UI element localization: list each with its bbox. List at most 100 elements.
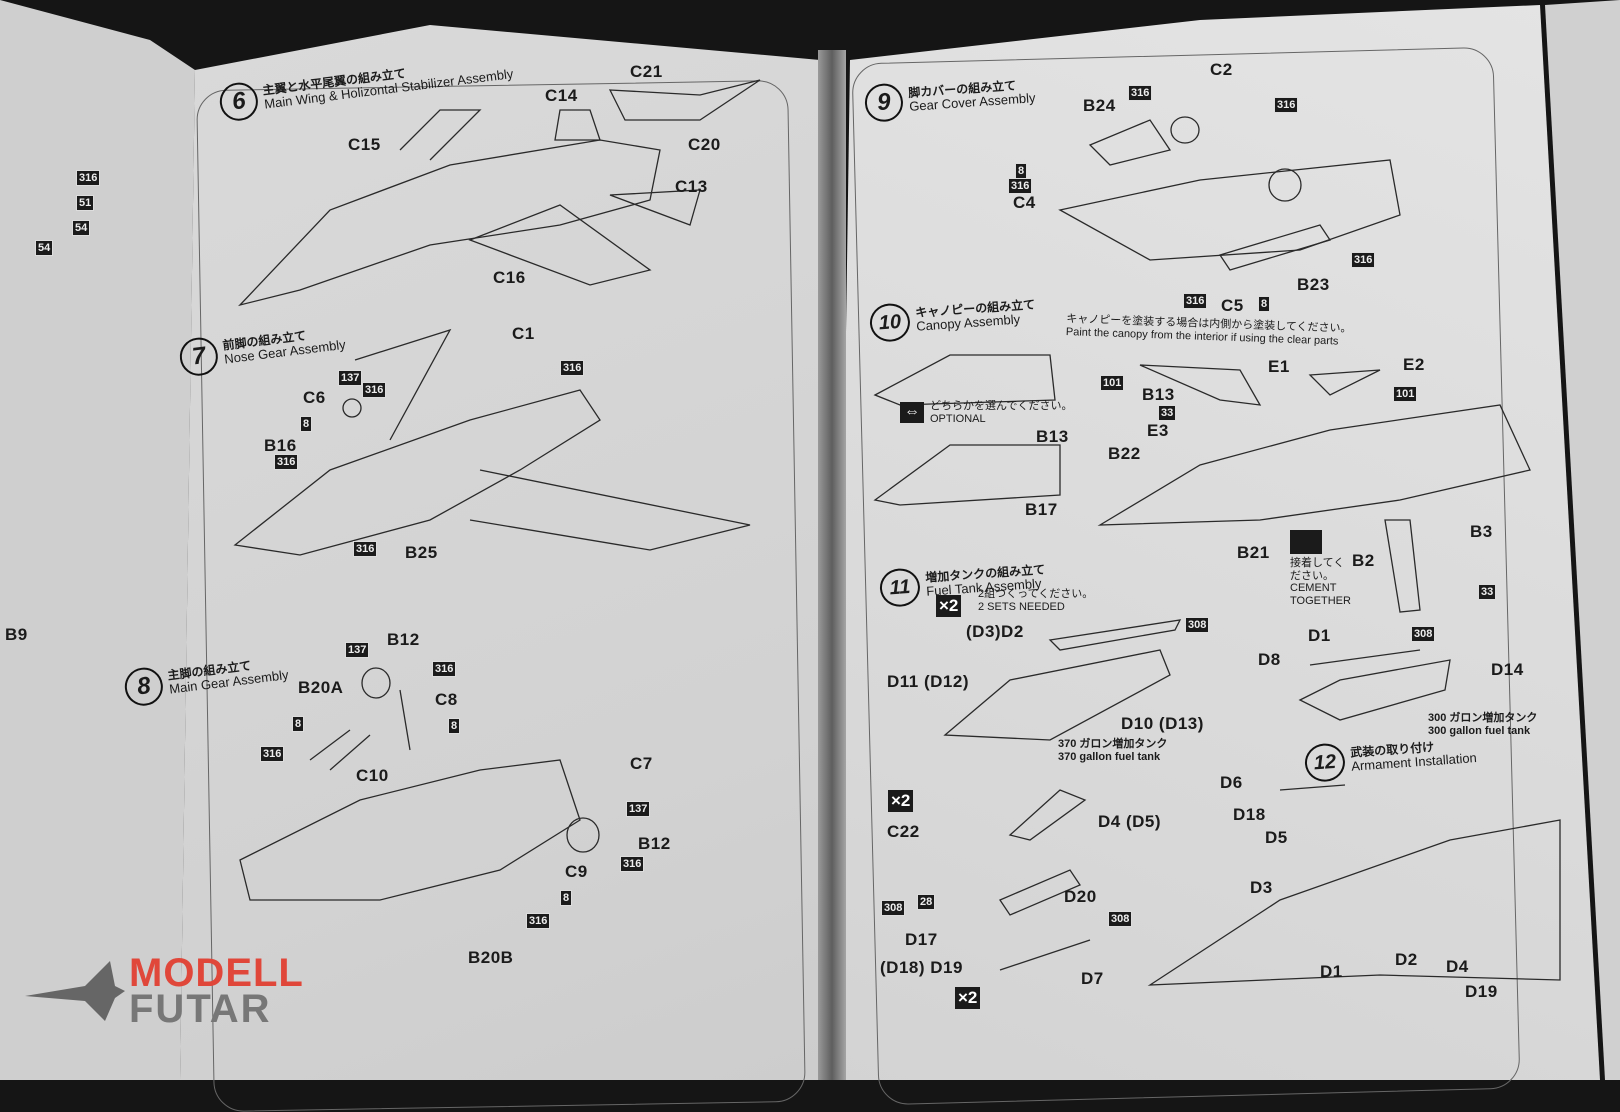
color-code: 8 bbox=[560, 890, 573, 906]
color-code: 51 bbox=[76, 195, 95, 211]
part-label: B12 bbox=[387, 630, 420, 649]
part-label: D3 bbox=[1250, 878, 1273, 897]
part-label: E1 bbox=[1268, 357, 1290, 376]
part-label: B20A bbox=[298, 678, 344, 697]
modellfutar-watermark: MODELL FUTAR bbox=[25, 953, 304, 1031]
color-code: 316 bbox=[274, 454, 299, 470]
part-label: C4 bbox=[1013, 193, 1036, 212]
color-code: 8 bbox=[292, 716, 305, 732]
step-number: 9 bbox=[863, 82, 905, 123]
part-label: C7 bbox=[630, 754, 653, 773]
part-label: B12 bbox=[638, 834, 671, 853]
color-code: 316 bbox=[362, 382, 387, 398]
color-code: 101 bbox=[1393, 386, 1418, 402]
aircraft-drawing-step9 bbox=[1058, 116, 1401, 271]
instruction-page-right bbox=[835, 5, 1600, 1080]
optional-arrows-icon: ⇔ bbox=[900, 402, 924, 423]
color-code: 308 bbox=[1411, 626, 1436, 642]
tank-370-note: 370 ガロン増加タンク 370 gallon fuel tank bbox=[1058, 738, 1167, 763]
cement-note: 接着してください。 CEMENT TOGETHER bbox=[1290, 530, 1360, 608]
color-code: 8 bbox=[300, 416, 313, 432]
part-label: C22 bbox=[887, 822, 920, 841]
aircraft-drawing-step10 bbox=[873, 354, 1531, 613]
tank-370-jp: 370 ガロン増加タンク bbox=[1058, 738, 1168, 750]
part-label: D1 bbox=[1320, 962, 1343, 981]
watermark-line2: FUTAR bbox=[129, 987, 272, 1031]
color-code: 316 bbox=[560, 360, 585, 376]
part-label: D2 bbox=[1395, 950, 1418, 969]
color-code: 316 bbox=[1274, 97, 1299, 113]
optional-note: ⇔ どちらかを選んでください。OPTIONAL bbox=[900, 400, 1072, 425]
quantity-badge: ×2 bbox=[888, 790, 914, 812]
part-label: B21 bbox=[1237, 543, 1270, 562]
color-code: 316 bbox=[1128, 85, 1153, 101]
color-code: 137 bbox=[626, 801, 651, 817]
color-code: 8 bbox=[448, 718, 461, 734]
part-label: D5 bbox=[1265, 828, 1288, 847]
jet-silhouette-icon bbox=[25, 961, 125, 1021]
part-label: D11 (D12) bbox=[887, 672, 969, 691]
color-code: 316 bbox=[260, 746, 285, 762]
color-code: 33 bbox=[1158, 405, 1177, 421]
color-code: 8 bbox=[1258, 296, 1271, 312]
part-label: D4 (D5) bbox=[1098, 812, 1162, 831]
quantity-badge: ×2 bbox=[955, 987, 981, 1009]
step-number: 8 bbox=[122, 665, 166, 708]
color-code: 137 bbox=[345, 642, 370, 658]
color-code: 308 bbox=[881, 900, 906, 916]
optional-en: OPTIONAL bbox=[930, 412, 986, 425]
part-label: B13 bbox=[1036, 427, 1069, 446]
part-label: D7 bbox=[1081, 969, 1104, 988]
part-label: D20 bbox=[1064, 887, 1097, 906]
part-label: C9 bbox=[565, 862, 588, 881]
color-code: 137 bbox=[338, 370, 363, 386]
color-code: 54 bbox=[72, 220, 91, 236]
sets-en: 2 SETS NEEDED bbox=[978, 600, 1065, 613]
part-label: B22 bbox=[1108, 444, 1141, 463]
aircraft-drawing-step6 bbox=[237, 79, 761, 307]
sets-needed-note: 2組つくってください。 2 SETS NEEDED bbox=[978, 588, 1093, 613]
part-label: C1 bbox=[512, 324, 535, 343]
part-label: D1 bbox=[1308, 626, 1331, 645]
part-label: C13 bbox=[675, 177, 708, 196]
quantity-badge: ×2 bbox=[936, 595, 962, 617]
tank-300-note: 300 ガロン増加タンク 300 gallon fuel tank bbox=[1428, 712, 1537, 737]
tank-300-en: 300 gallon fuel tank bbox=[1428, 724, 1531, 737]
part-label: B17 bbox=[1025, 500, 1058, 519]
step-number: 11 bbox=[878, 567, 922, 608]
color-code: 308 bbox=[1185, 617, 1210, 633]
sets-jp: 2組つくってください。 bbox=[978, 588, 1094, 600]
part-label: D17 bbox=[905, 930, 938, 949]
part-label: C5 bbox=[1221, 296, 1244, 315]
part-label: D14 bbox=[1491, 660, 1524, 679]
color-code: 316 bbox=[353, 541, 378, 557]
assembly-drawings bbox=[233, 79, 1561, 986]
part-label: D18 bbox=[1233, 805, 1266, 824]
part-label: D19 bbox=[1465, 982, 1498, 1001]
part-label: B24 bbox=[1083, 96, 1116, 115]
color-code: 316 bbox=[1351, 252, 1376, 268]
part-label: B20B bbox=[468, 948, 514, 967]
part-label: B23 bbox=[1297, 275, 1330, 294]
part-label: C6 bbox=[303, 388, 326, 407]
color-code: 54 bbox=[35, 240, 54, 256]
step-number: 12 bbox=[1303, 742, 1347, 783]
part-label: C10 bbox=[356, 766, 389, 785]
instruction-page-left bbox=[180, 25, 830, 1080]
tank-370-en: 370 gallon fuel tank bbox=[1058, 750, 1161, 763]
part-label: D10 (D13) bbox=[1121, 714, 1204, 733]
part-label: D8 bbox=[1258, 650, 1281, 669]
part-label: C21 bbox=[630, 62, 663, 81]
aircraft-drawing-step12 bbox=[999, 784, 1561, 986]
color-code: 316 bbox=[1183, 293, 1208, 309]
part-label: E2 bbox=[1403, 355, 1425, 374]
step-number: 10 bbox=[868, 302, 912, 343]
color-code: 8 bbox=[1015, 163, 1028, 179]
color-code: 33 bbox=[1478, 584, 1497, 600]
aircraft-drawing-step7 bbox=[233, 328, 751, 556]
part-label: C16 bbox=[493, 268, 526, 287]
part-label: C15 bbox=[348, 135, 381, 154]
part-label: B3 bbox=[1470, 522, 1493, 541]
cement-en: CEMENT TOGETHER bbox=[1290, 582, 1351, 607]
part-label: (D3)D2 bbox=[966, 622, 1024, 641]
